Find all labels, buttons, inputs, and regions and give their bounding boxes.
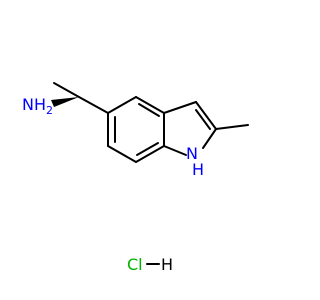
chlorine-label: Cl	[127, 255, 143, 274]
chemical-structure-diagram: NH2 N H Cl H	[22, 82, 249, 274]
indole-methyl-bond	[215, 124, 249, 130]
pyrrole-bond-c3-c2	[195, 101, 217, 130]
pyrrole-bond-c2-n1	[202, 128, 217, 149]
pyrrole-ring-bonds	[163, 101, 217, 156]
benzene-ring-bonds	[107, 96, 165, 163]
ring-bond-2	[135, 96, 165, 114]
ring-bond-2-inner	[138, 103, 160, 117]
hydrogen-label: H	[161, 255, 173, 274]
ring-bond-4	[135, 145, 165, 163]
amine-label: NH2	[22, 95, 53, 117]
chiral-to-ring-bond	[78, 96, 109, 114]
pyrrole-bond-c3a-c3	[163, 101, 197, 114]
indole-h-label: H	[192, 160, 204, 179]
ring-bond-4-inner	[136, 142, 159, 156]
pyrrole-bond-c3-c2-inner	[195, 109, 211, 130]
pyrrole-bond-n1-c7a	[163, 145, 187, 156]
ring-bond-5	[107, 145, 137, 163]
indole-n-label: N	[186, 144, 198, 163]
wedge-bond-to-amine	[51, 97, 79, 107]
methyl-bond-chiral	[53, 82, 80, 98]
side-chain-bonds	[51, 82, 109, 114]
ring-bond-1	[107, 96, 137, 114]
